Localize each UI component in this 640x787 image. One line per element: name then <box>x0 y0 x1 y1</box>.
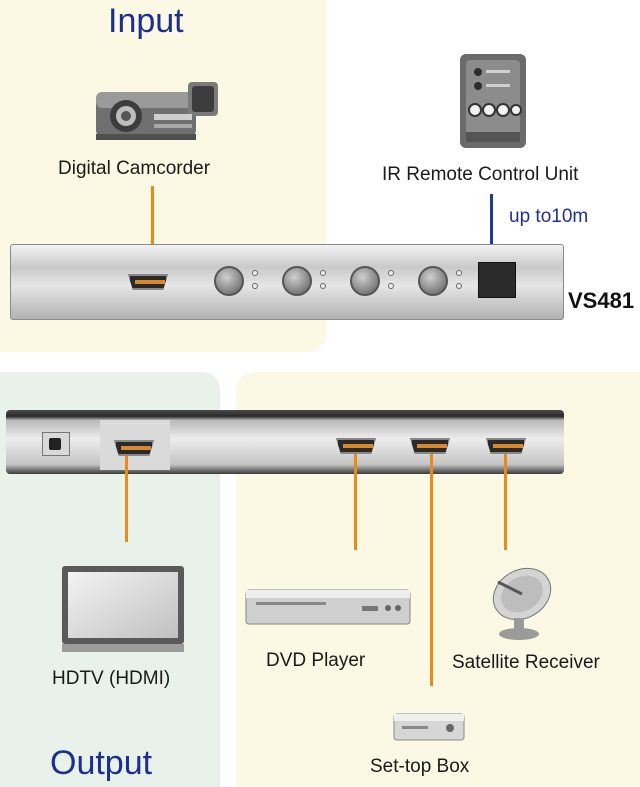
port-led-2b <box>320 283 326 289</box>
settop-cable <box>430 454 433 686</box>
ir-receiver-window <box>478 262 516 298</box>
port-led-1a <box>252 270 258 276</box>
port-led-4a <box>456 270 462 276</box>
port-led-1b <box>252 283 258 289</box>
camcorder-label: Digital Camcorder <box>58 158 211 179</box>
port-led-4b <box>456 283 462 289</box>
port-button-2[interactable] <box>282 266 312 296</box>
output-title: Output <box>50 744 153 782</box>
output-hdmi-port-icon <box>114 440 154 456</box>
input-hdmi-port-3-icon <box>486 438 526 454</box>
set-top-box-icon <box>392 706 468 744</box>
ir-signal-line <box>490 194 493 264</box>
satellite-dish-icon <box>478 560 558 644</box>
satellite-cable <box>504 454 507 550</box>
settop-label: Set-top Box <box>370 756 470 777</box>
hdtv-label: HDTV (HDMI) <box>52 668 171 689</box>
port-button-1[interactable] <box>214 266 244 296</box>
remote-range-label: up to10m <box>509 206 589 227</box>
camcorder-cable <box>151 186 154 274</box>
tv-icon <box>60 564 188 656</box>
front-hdmi-port-icon <box>128 274 168 290</box>
remote-control-icon <box>458 52 530 152</box>
input-hdmi-port-1-icon <box>336 438 376 454</box>
port-led-2a <box>320 270 326 276</box>
dvd-cable <box>354 454 357 550</box>
dvd-player-icon <box>244 586 414 628</box>
dvd-label: DVD Player <box>266 650 366 671</box>
port-led-3b <box>388 283 394 289</box>
port-button-3[interactable] <box>350 266 380 296</box>
switch-back-panel <box>6 410 564 474</box>
power-jack-icon <box>42 432 70 456</box>
remote-label: IR Remote Control Unit <box>382 164 579 185</box>
switch-model-label: VS481 <box>568 288 635 313</box>
input-title: Input <box>108 2 184 40</box>
satellite-label: Satellite Receiver <box>452 652 600 673</box>
port-led-3a <box>388 270 394 276</box>
hdtv-cable <box>125 456 128 542</box>
input-hdmi-port-2-icon <box>410 438 450 454</box>
port-button-4[interactable] <box>418 266 448 296</box>
camcorder-icon <box>92 74 222 154</box>
